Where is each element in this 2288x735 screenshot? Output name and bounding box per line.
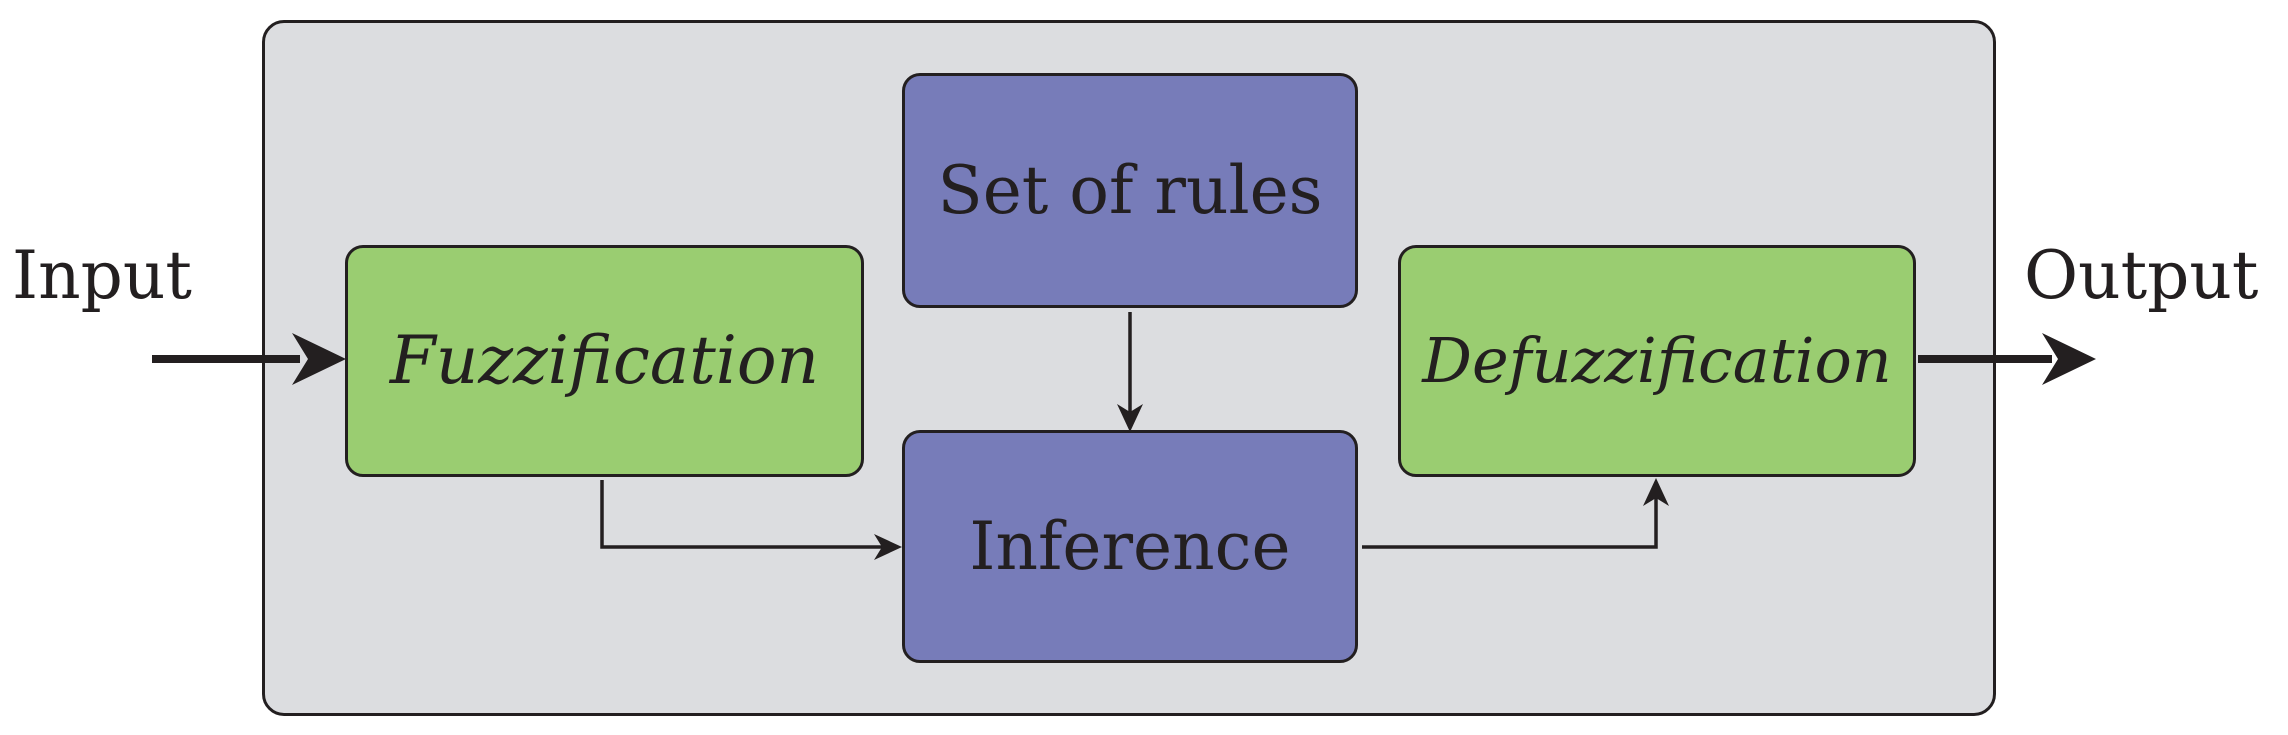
defuzzification-label: Defuzzification	[1422, 324, 1892, 397]
fuzzification-to-inference-arrow	[600, 480, 902, 560]
set-of-rules-label: Set of rules	[937, 151, 1323, 229]
rules-to-inference-arrow	[1117, 312, 1143, 432]
inference-label: Inference	[969, 507, 1291, 585]
fuzzification-block: Fuzzification	[345, 245, 864, 477]
input-label: Input	[12, 237, 192, 314]
inference-block: Inference	[902, 430, 1358, 663]
input-arrow	[152, 333, 346, 385]
inference-to-defuzzification-arrow	[1362, 478, 1669, 549]
set-of-rules-block: Set of rules	[902, 73, 1358, 308]
output-label: Output	[2024, 237, 2259, 314]
output-arrow	[1918, 333, 2096, 385]
defuzzification-block: Defuzzification	[1398, 245, 1916, 477]
fuzzification-label: Fuzzification	[389, 322, 820, 399]
